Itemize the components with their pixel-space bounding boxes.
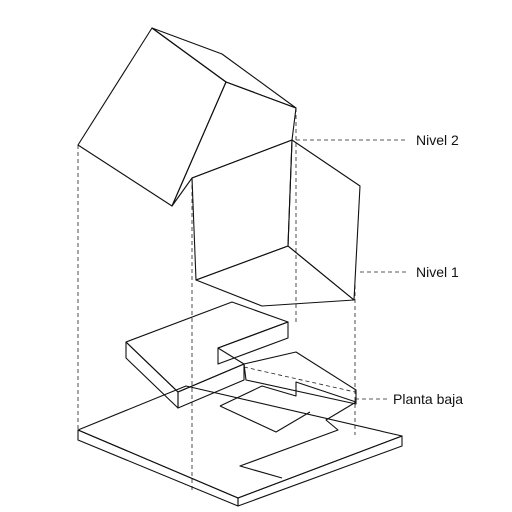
level-2-volume xyxy=(77,27,297,207)
label-level-1: Nivel 1 xyxy=(416,264,459,280)
label-level-2: Nivel 2 xyxy=(416,132,459,148)
ground-floor-slab xyxy=(125,301,357,409)
level-1-volume xyxy=(191,139,361,307)
projection-lines xyxy=(77,108,408,490)
label-ground-floor: Planta baja xyxy=(393,391,463,407)
base-plate xyxy=(77,381,403,507)
